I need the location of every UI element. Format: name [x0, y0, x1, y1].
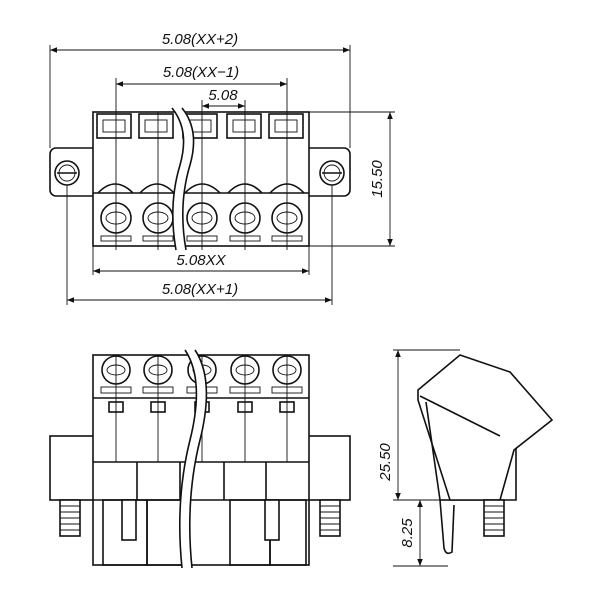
dim-top-inner: 5.08(XX−1): [163, 64, 239, 81]
top-break-line-left: [171, 107, 185, 251]
front-right-stud-icon: [319, 499, 341, 537]
side-stud-icon: [483, 499, 505, 537]
side-view: 25.50 8.25: [377, 349, 554, 567]
dim-top-bottom-inner: 5.08XX: [176, 252, 226, 269]
dim-top-pitch: 5.08: [208, 87, 238, 104]
top-dimensions: 5.08(XX+2) 5.08(XX−1) 5.08 15.50 5.08XX …: [50, 31, 393, 303]
front-pins: [121, 499, 280, 541]
side-angled-head: [417, 354, 554, 501]
front-left-stud-icon: [59, 499, 81, 537]
side-dimensions: 25.50 8.25: [377, 350, 423, 566]
top-wire-entries: [93, 183, 309, 194]
top-left-screw-icon: [54, 160, 80, 186]
dim-top-height: 15.50: [369, 160, 386, 198]
dim-side-height: 25.50: [377, 443, 394, 482]
dim-top-overall: 5.08(XX+2): [162, 31, 238, 48]
top-right-screw-icon: [319, 160, 345, 186]
front-break-line-right: [188, 349, 208, 569]
front-view: [49, 349, 351, 569]
top-extension-lines: [49, 45, 395, 305]
dim-top-bottom-outer: 5.08(XX+1): [162, 281, 238, 298]
top-break-line-right: [181, 107, 195, 251]
side-pin: [439, 499, 455, 555]
front-break-line-left: [178, 349, 198, 569]
dim-side-pin: 8.25: [399, 518, 416, 548]
top-view: 5.08(XX+2) 5.08(XX−1) 5.08 15.50 5.08XX …: [49, 31, 395, 305]
top-latches: [96, 113, 304, 139]
